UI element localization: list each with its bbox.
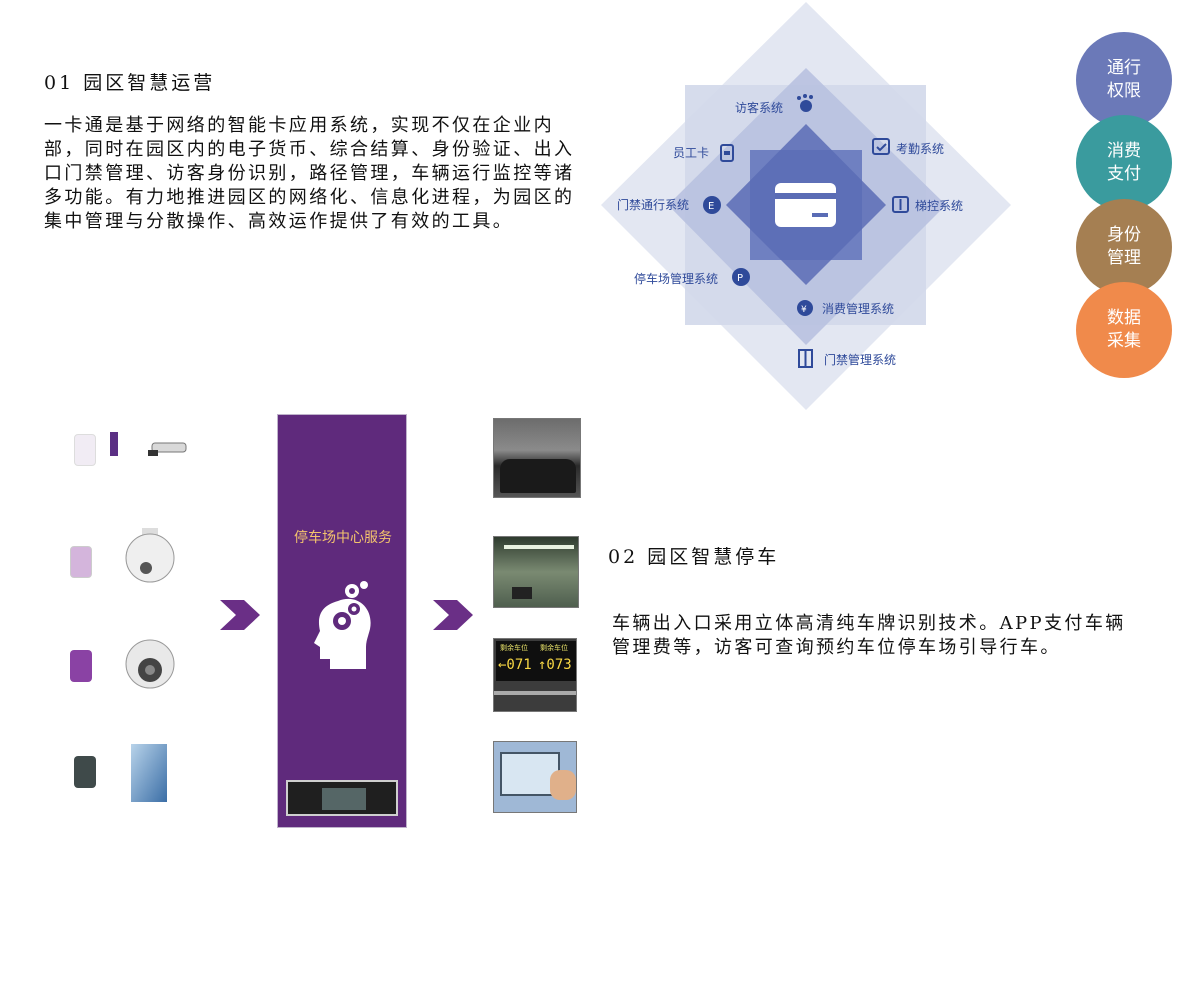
- sign-left-value: ←071: [498, 657, 532, 673]
- card-reader-device: [74, 434, 96, 466]
- card-icon: [775, 183, 836, 227]
- head-gears-icon: [308, 581, 378, 671]
- dome-camera-icon: [124, 528, 176, 592]
- parking-center-panel: 停车场中心服务: [277, 414, 407, 828]
- car-entrance-photo: [493, 418, 581, 498]
- dome-camera-icon: [124, 638, 176, 694]
- badge-icon: [720, 144, 734, 162]
- label-access: 门禁管理系统: [824, 352, 896, 367]
- calendar-icon: [872, 138, 890, 155]
- circle-label: 数据采集: [1107, 308, 1141, 351]
- system-diagram-svg: 访客系统 员工卡 考勤系统 门禁通行系统 E 梯控系统 停车场管理系统 P ¥ …: [601, 2, 1011, 410]
- section2-title: 02 园区智慧停车: [608, 546, 780, 568]
- label-staff-card: 员工卡: [673, 146, 709, 160]
- section2-body: 车辆出入口采用立体高清纯车牌识别技术。APP支付车辆管理费等，访客可查询预约车位…: [612, 613, 1126, 658]
- circle-access-permission: 通行权限: [1076, 32, 1172, 128]
- parking-guidance-sign: 剩余车位 剩余车位 ←071 ↑073: [493, 638, 577, 712]
- card-reader-device: [74, 756, 96, 788]
- money-bag-icon: ¥: [797, 300, 813, 316]
- nvr-recorder-device: [286, 780, 398, 816]
- card-reader-device: [70, 650, 92, 682]
- svg-text:¥: ¥: [801, 305, 807, 315]
- label-consumption: 消费管理系统: [822, 301, 894, 316]
- door-icon: [798, 349, 813, 368]
- system-diagram: 访客系统 员工卡 考勤系统 门禁通行系统 E 梯控系统 停车场管理系统 P ¥ …: [596, 0, 1016, 412]
- svg-text:E: E: [708, 201, 714, 212]
- card-reader-device: [70, 546, 92, 578]
- parking-garage-photo: [493, 536, 579, 608]
- kiosk-terminal-icon: [131, 744, 167, 802]
- svg-text:P: P: [737, 273, 743, 284]
- circle-label: 消费支付: [1107, 141, 1141, 184]
- label-parking: 停车场管理系统: [634, 271, 718, 286]
- section1-title: 01 园区智慧运营: [44, 72, 216, 94]
- chevron-right-icon: [218, 598, 262, 632]
- circle-identity: 身份管理: [1076, 199, 1172, 295]
- circle-label: 身份管理: [1107, 225, 1141, 268]
- sign-left-header: 剩余车位: [500, 644, 528, 652]
- circle-payment: 消费支付: [1076, 115, 1172, 211]
- gate-icon: E: [703, 196, 721, 214]
- sign-right-value: ↑073: [538, 657, 572, 673]
- elevator-icon: [892, 196, 909, 213]
- footprint-icon: [797, 94, 813, 112]
- label-visitor: 访客系统: [735, 100, 783, 115]
- circle-label: 通行权限: [1107, 58, 1141, 101]
- parking-center-title: 停车场中心服务: [294, 530, 392, 546]
- parking-icon: P: [732, 268, 750, 286]
- section1-body: 一卡通是基于网络的智能卡应用系统，实现不仅在企业内部，同时在园区内的电子货币、综…: [44, 115, 575, 232]
- bullet-camera-icon: [148, 440, 190, 458]
- label-gate-pass: 门禁通行系统: [617, 197, 689, 212]
- payment-terminal-photo: [493, 741, 577, 813]
- sign-right-header: 剩余车位: [540, 644, 568, 652]
- label-attendance: 考勤系统: [896, 142, 944, 156]
- label-elevator: 梯控系统: [915, 199, 963, 213]
- reader-strip-device: [110, 432, 118, 456]
- chevron-right-icon: [431, 598, 475, 632]
- circle-data-collection: 数据采集: [1076, 282, 1172, 378]
